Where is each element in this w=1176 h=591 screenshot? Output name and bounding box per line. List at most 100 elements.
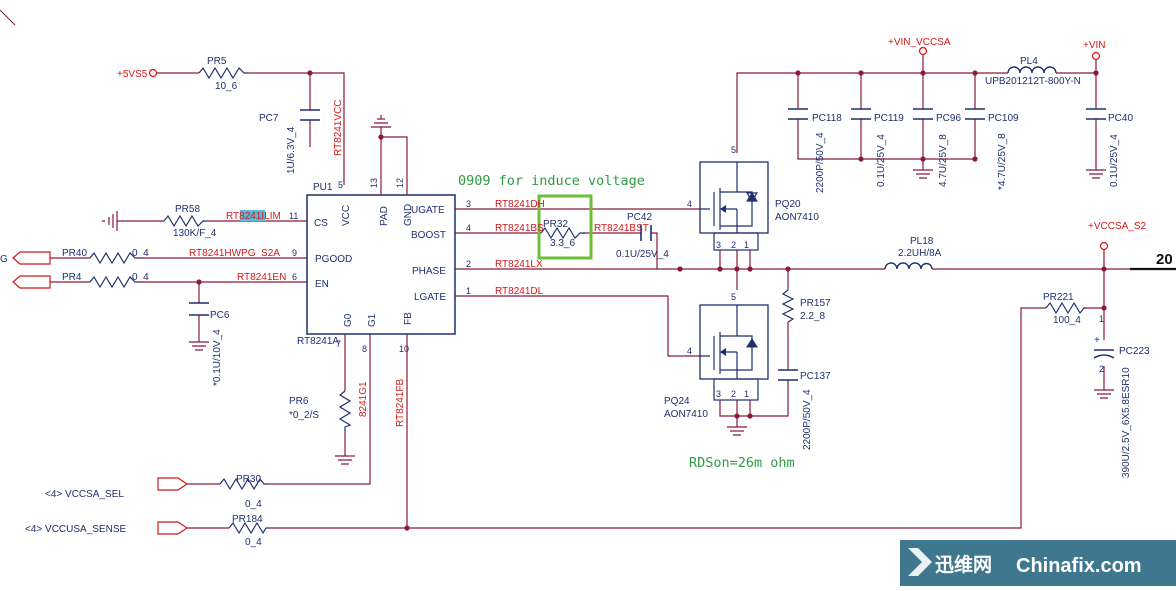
resistor-pr157	[781, 289, 795, 323]
svg-text:3: 3	[716, 389, 721, 399]
pr184-value: 0_4	[245, 537, 262, 548]
pc40-value: 0.1U/25V_4	[1109, 134, 1120, 187]
ic-ref: PU1	[313, 182, 333, 193]
pr32-ref: PR32	[543, 219, 568, 230]
ic-pin-phase: PHASE	[412, 266, 446, 277]
resistor-pr6	[338, 390, 352, 431]
svg-text:5: 5	[338, 180, 343, 190]
pq20-value: AON7410	[775, 212, 819, 223]
pc6-value: *0.1U/10V_4	[212, 329, 223, 386]
net-dh: RT8241DH	[495, 199, 545, 210]
net-lx: RT8241LX	[495, 259, 543, 270]
pr5-ref: PR5	[207, 56, 227, 67]
pr6-ref: PR6	[289, 396, 309, 407]
pr5-value: 10_6	[215, 81, 238, 92]
watermark: 迅维网 Chinafix.com	[900, 540, 1176, 586]
resistors	[89, 66, 1086, 535]
polarity-plus: +	[1094, 335, 1100, 346]
ic-pin-boost: BOOST	[411, 230, 446, 241]
pq20-ref: PQ20	[775, 199, 801, 210]
ic-pin-pgood: PGOOD	[315, 254, 352, 265]
annotation-induce: 0909 for induce voltage	[458, 173, 645, 189]
svg-text:4: 4	[687, 346, 692, 356]
ground-icon-pq24	[727, 426, 747, 436]
port-vccusa-sense: <4> VCCUSA_SENSE	[25, 524, 126, 535]
ground-icon-pc96	[913, 169, 933, 179]
port-flag-en	[12, 275, 51, 289]
ic-pin-cs: CS	[314, 218, 328, 229]
ground-icon-pc223	[1094, 389, 1114, 399]
ic-pin-gnd: GND	[403, 204, 414, 226]
net-en: RT8241EN	[237, 272, 286, 283]
resistor-pr184	[228, 521, 270, 535]
ic-part: RT8241A	[297, 336, 339, 347]
ic-pin-g0: G0	[343, 313, 354, 327]
ic-pin-lgate: LGATE	[414, 292, 446, 303]
pc96-value: 4.7U/25V_8	[938, 134, 949, 187]
net-5vs5: +5VS5	[117, 69, 148, 80]
pc42-ref: PC42	[627, 212, 652, 223]
svg-text:1: 1	[744, 389, 749, 399]
pr184-ref: PR184	[232, 514, 263, 525]
pc109-value: *4.7U/25V_8	[997, 133, 1008, 190]
ic-pin-fb: FB	[403, 312, 414, 325]
resistor-pr32	[540, 226, 585, 240]
pc119-value: 0.1U/25V_4	[876, 134, 887, 187]
svg-text:13: 13	[369, 178, 379, 188]
cap-pc6	[189, 302, 209, 316]
svg-text:6: 6	[292, 272, 297, 282]
pr40-value: 0_4	[132, 248, 149, 259]
watermark-en: Chinafix.com	[1016, 555, 1142, 577]
svg-text:8: 8	[362, 344, 367, 354]
cap-pc118	[788, 108, 808, 120]
rail-terminals	[148, 46, 1109, 251]
net-vin: +VIN	[1083, 40, 1106, 51]
wires	[50, 54, 1176, 529]
pc119-ref: PC119	[874, 113, 904, 124]
net-bs: RT8241BS	[495, 223, 544, 234]
cap-pc109	[965, 108, 985, 120]
pc6-ref: PC6	[210, 310, 230, 321]
svg-text:1: 1	[744, 240, 749, 250]
pr221-value: 100_4	[1053, 315, 1081, 326]
ic-pin-en: EN	[315, 279, 329, 290]
ground-icon-pc40	[1086, 169, 1106, 179]
pl18-value: 2.2UH/8A	[898, 248, 942, 259]
svg-text:4: 4	[687, 199, 692, 209]
net-fb: RT8241FB	[395, 378, 406, 427]
net-dl: RT8241DL	[495, 286, 544, 297]
resistor-pr30	[219, 477, 268, 491]
pc42-value: 0.1U/25V_4	[616, 249, 669, 260]
cap-pc42	[640, 225, 652, 241]
resistor-pr221	[1045, 301, 1086, 315]
cap-pc7	[300, 109, 320, 121]
svg-text:3: 3	[716, 240, 721, 250]
inductor-pl18	[884, 262, 933, 270]
net-labels: +5VS5 +VIN_VCCSA +VIN +VCCSA_S2 RT8241VC…	[117, 37, 1147, 427]
cap-pc40	[1086, 108, 1106, 120]
port-flag-pgood	[12, 251, 51, 265]
pc40-ref: PC40	[1108, 113, 1133, 124]
net-hwpg: RT8241HWPG_S2A	[189, 248, 280, 259]
port-flag-vccusa-sense	[157, 521, 189, 535]
pl4-value: UPB201212T-800Y-N	[985, 76, 1081, 87]
junction-dots	[196, 70, 1107, 531]
svg-text:2: 2	[731, 240, 736, 250]
net-bst: RT8241BST	[594, 223, 649, 234]
cap-pc96	[913, 108, 933, 120]
pc7-ref: PC7	[259, 113, 279, 124]
svg-text:11: 11	[289, 211, 298, 221]
net-g1: 8241G1	[358, 381, 369, 417]
pq24-ref: PQ24	[664, 396, 690, 407]
pc223-ref: PC223	[1119, 346, 1150, 357]
net-vcc: RT8241VCC	[333, 99, 344, 156]
pr32-highlight-box	[537, 194, 593, 260]
net-ilim: RT8241ILIM	[226, 211, 281, 222]
svg-text:2: 2	[1099, 364, 1104, 374]
pl4-ref: PL4	[1020, 56, 1038, 67]
resistor-pr40	[89, 251, 139, 265]
annotation-rdson: RDSon=26m ohm	[689, 455, 795, 471]
mosfet-pq24	[699, 304, 769, 401]
ic-pin-pad: PAD	[379, 206, 390, 226]
